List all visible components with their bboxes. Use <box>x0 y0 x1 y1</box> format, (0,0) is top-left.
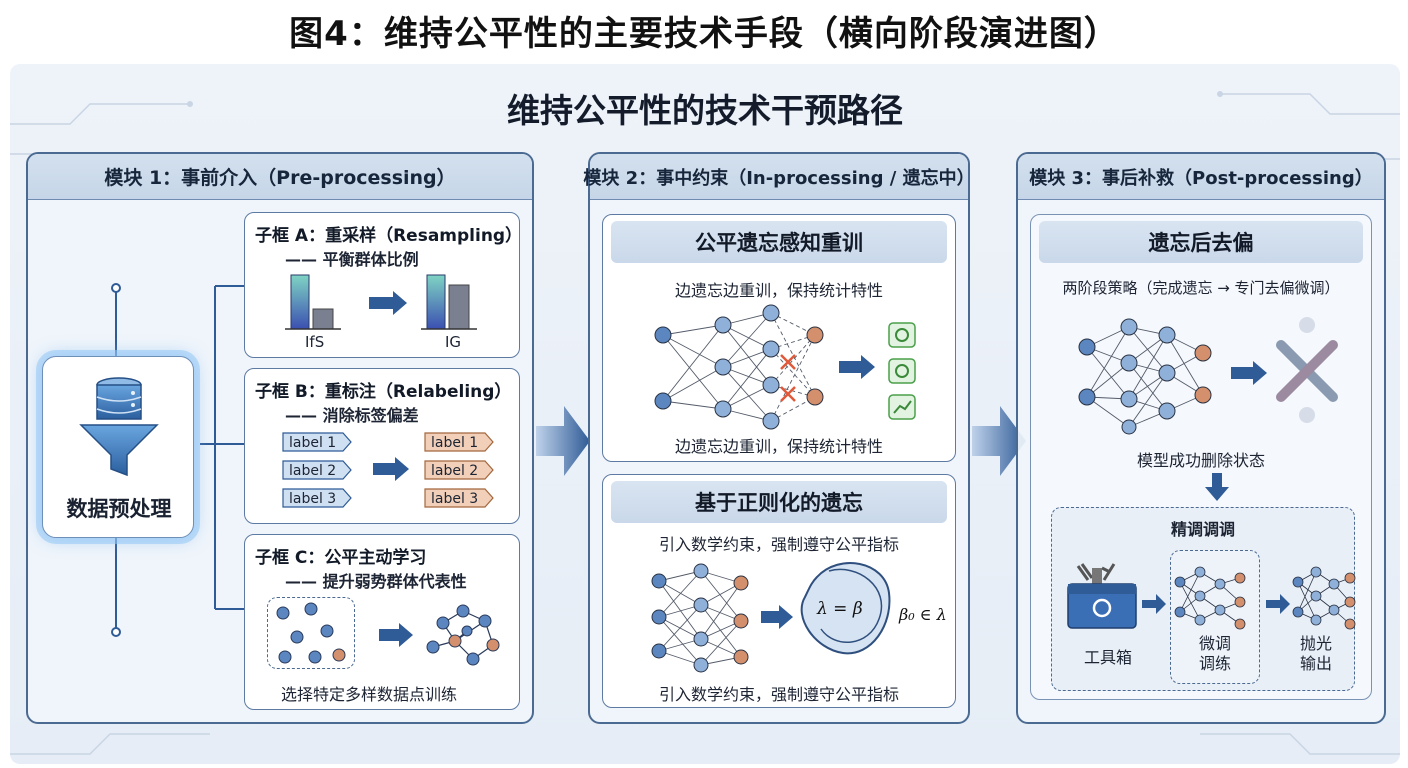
green-check-icons <box>888 322 916 420</box>
main-title: 维持公平性的技术干预路径 <box>507 91 903 130</box>
retrain-card: 公平遗忘感知重训 边遗忘边重训，保持统计特性 <box>602 214 956 462</box>
tag-after-1: label 1 <box>431 435 479 451</box>
active-learning-graph <box>276 602 500 666</box>
box-b-relabeling: 子框 B：重标注（Relabeling） —— 消除标签偏差 label 1 l… <box>244 368 520 524</box>
regularization-network <box>651 563 793 673</box>
database-funnel-icon <box>79 377 159 477</box>
module-3-title: 模块 3：事后补救（Post-processing） <box>1018 154 1384 200</box>
figure-title: 图4：维持公平性的主要技术手段（横向阶段演进图） <box>289 14 1119 54</box>
tag-after-3: label 3 <box>431 491 479 507</box>
regularization-card: 基于正则化的遗忘 引入数学约束，强制遵守公平指标 λ = β <box>602 474 956 708</box>
module-1-title: 模块 1：事前介入（Pre-processing） <box>28 154 532 200</box>
regularization-text-bottom: 引入数学约束，强制遵守公平指标 <box>658 685 899 704</box>
debias-card-title: 遗忘后去偏 <box>1039 221 1363 263</box>
fine-tune-region: 精调调调 <box>1051 507 1356 691</box>
down-arrow <box>1205 473 1229 501</box>
delete-state-label: 模型成功删除状态 <box>1136 451 1265 470</box>
module-2-title: 模块 2：事中约束（In-processing / 遗忘中） <box>583 154 975 200</box>
stage-arrow-1 <box>536 406 590 476</box>
fine-tune-flow <box>1067 563 1356 630</box>
delete-cross-icon <box>1276 317 1338 423</box>
stage-arrow-2 <box>972 406 1026 476</box>
output-label: 抛光 输出 <box>1299 634 1332 673</box>
debias-network <box>1078 317 1338 435</box>
resampling-bars <box>285 274 477 330</box>
box-a-label-after: IG <box>445 333 462 351</box>
sample-pool <box>267 597 355 669</box>
retrain-card-title: 公平遗忘感知重训 <box>611 221 947 263</box>
source-label: 数据预处理 <box>66 497 172 521</box>
retrain-network <box>654 304 916 430</box>
regularization-text-top: 引入数学约束，强制遵守公平指标 <box>658 535 899 554</box>
tag-before-2: label 2 <box>289 463 337 479</box>
debias-card: 遗忘后去偏 两阶段策略（完成遗忘 → 专门去偏微调） <box>1030 214 1372 700</box>
tag-after-2: label 2 <box>431 463 479 479</box>
box-b-subtitle: —— 消除标签偏差 <box>285 406 419 425</box>
constraint-blob <box>800 562 891 655</box>
tag-before-1: label 1 <box>289 435 337 451</box>
diagram-canvas: 维持公平性的技术干预路径 模块 1：事前介入（Pre-processing） <box>10 64 1400 764</box>
box-b-title: 子框 B：重标注（Relabeling） <box>255 382 512 402</box>
fine-tune-title: 精调调调 <box>1170 520 1235 539</box>
box-c-caption: 选择特定多样数据点训练 <box>281 685 458 704</box>
box-c-title: 子框 C：公平主动学习 <box>255 548 427 568</box>
relabel-tags <box>282 432 494 508</box>
box-a-title: 子框 A：重采样（Resampling） <box>255 226 523 246</box>
finetune-subregion <box>1170 550 1260 684</box>
tag-before-3: label 3 <box>289 491 337 507</box>
data-preprocessing-box: 数据预处理 <box>42 356 194 538</box>
finetune-label: 微调 调练 <box>1198 634 1231 673</box>
box-a-resampling: 子框 A：重采样（Resampling） —— 平衡群体比例 IfS IG <box>244 212 523 358</box>
retrain-text-top: 边遗忘边重训，保持统计特性 <box>674 281 883 300</box>
box-a-label-before: IfS <box>305 333 325 351</box>
retrain-text-bottom: 边遗忘边重训，保持统计特性 <box>674 437 883 456</box>
debias-strategy: 两阶段策略（完成遗忘 → 专门去偏微调） <box>1062 279 1340 297</box>
toolbox-icon <box>1067 563 1137 629</box>
formula-main: λ = β <box>817 599 863 619</box>
formula-side: β₀ ∈ λ <box>899 605 947 624</box>
box-a-subtitle: —— 平衡群体比例 <box>285 250 419 269</box>
box-c-active-learning: 子框 C：公平主动学习 —— 提升弱势群体代表性 <box>244 534 520 710</box>
box-c-subtitle: —— 提升弱势群体代表性 <box>285 572 467 591</box>
toolbox-label: 工具箱 <box>1083 648 1132 667</box>
regularization-card-title: 基于正则化的遗忘 <box>611 481 947 523</box>
